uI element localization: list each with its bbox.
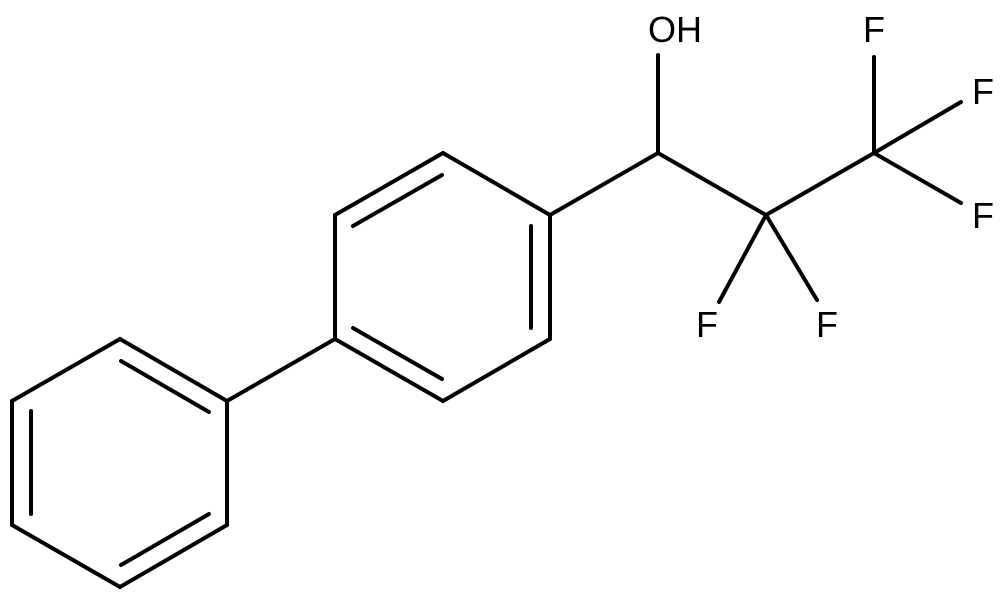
bond: [118, 337, 229, 403]
double-bond-inner: [351, 326, 444, 381]
bond: [333, 337, 445, 403]
bond-to-fluorine: [717, 213, 768, 304]
hydroxyl-label: OH: [648, 9, 702, 50]
bond-to-fluorine: [872, 151, 963, 205]
fluorine-label: F: [816, 304, 838, 345]
fluorine-label: F: [972, 195, 994, 236]
bond-to-fluorine: [764, 213, 819, 302]
bond: [548, 151, 660, 217]
phenyl-ring-central: [333, 151, 552, 403]
bond: [656, 151, 768, 217]
bond-to-fluorine: [872, 100, 963, 155]
bond: [118, 523, 229, 589]
bond: [764, 151, 876, 217]
double-bond-inner: [119, 359, 211, 414]
fluorine-label: F: [696, 304, 718, 345]
double-bond-inner: [119, 512, 211, 567]
bond: [441, 337, 552, 403]
phenyl-ring-terminal: [10, 337, 229, 589]
biaryl-bond: [225, 337, 337, 403]
fluorine-label: F: [972, 71, 994, 112]
bond: [10, 523, 122, 589]
bond: [10, 337, 122, 403]
bond: [333, 151, 445, 217]
bond: [441, 151, 552, 217]
double-bond-inner: [351, 173, 444, 228]
fluorine-label: F: [863, 9, 885, 50]
side-chain: [548, 53, 963, 304]
